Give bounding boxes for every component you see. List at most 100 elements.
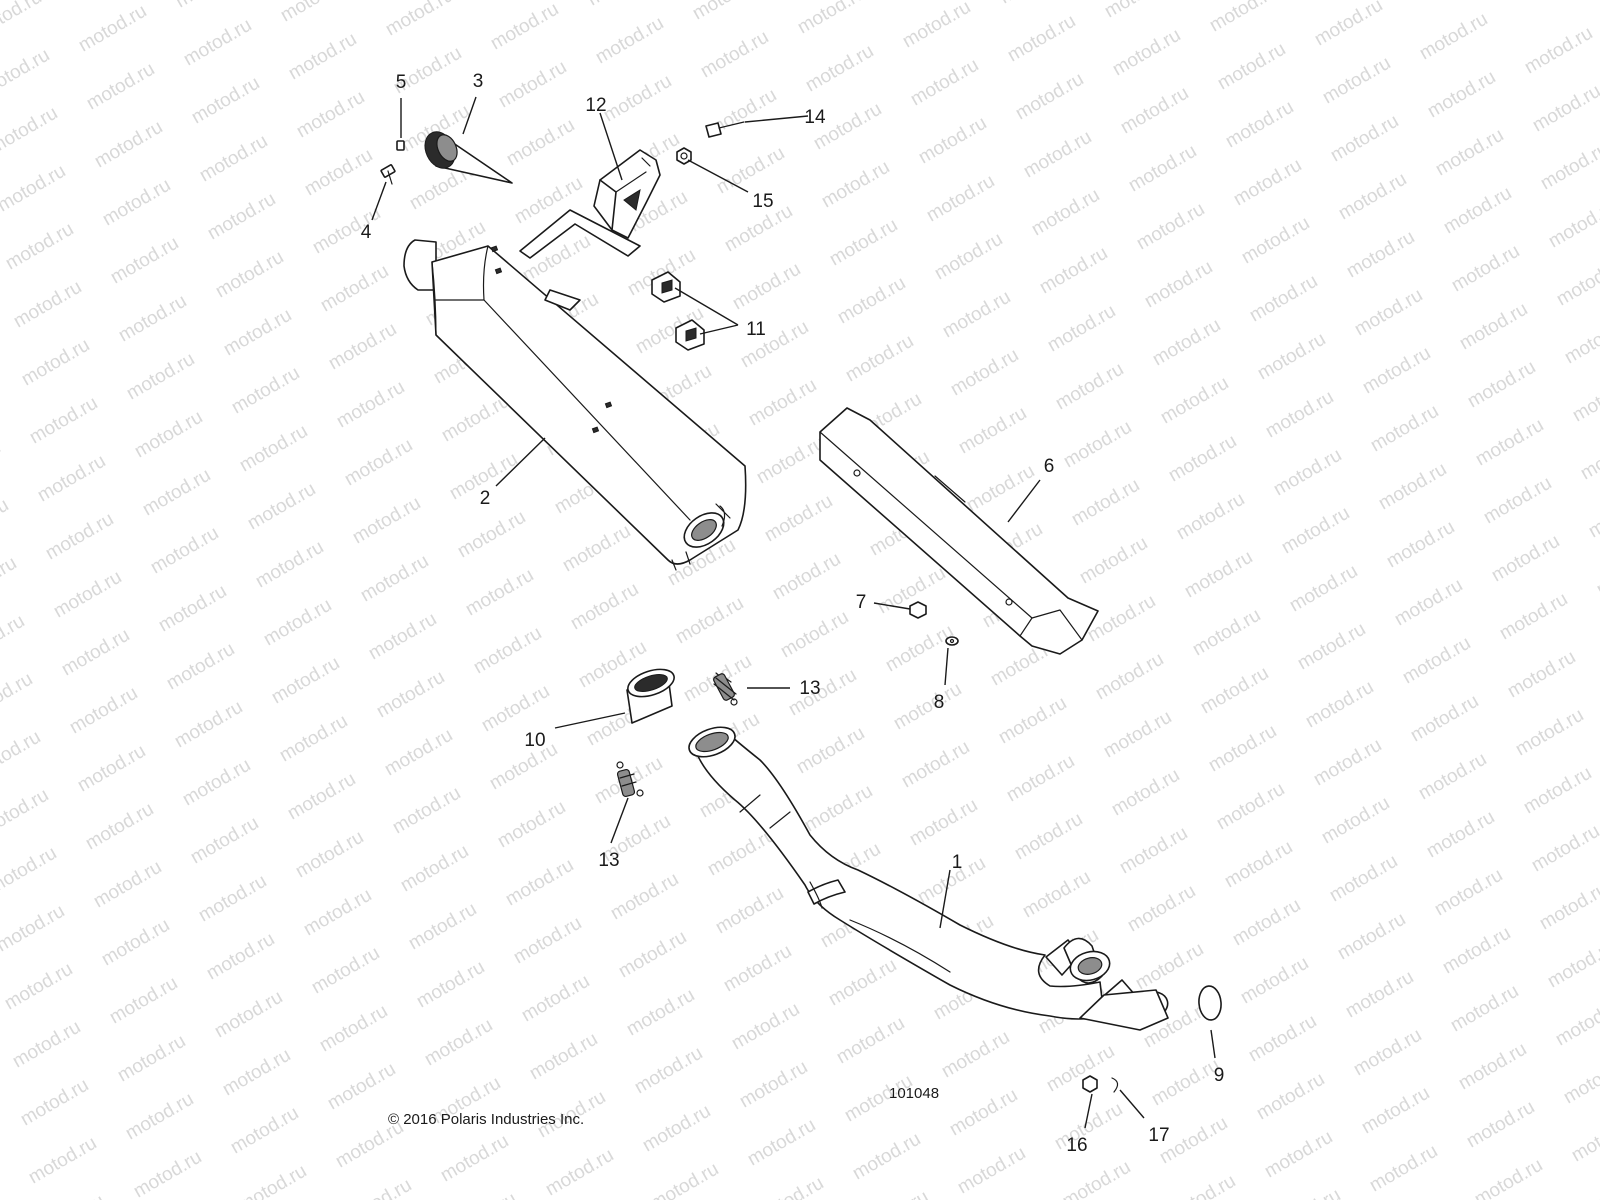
watermark-text: motod.ru <box>1270 445 1345 501</box>
watermark-text: motod.ru <box>389 783 464 839</box>
watermark-text: motod.ru <box>510 913 585 969</box>
watermark-text: motod.ru <box>1173 489 1248 545</box>
watermark-text: motod.ru <box>1028 185 1103 241</box>
watermark-text: motod.ru <box>365 609 440 665</box>
watermark-text: motod.ru <box>1366 1141 1441 1197</box>
watermark-text: motod.ru <box>107 233 182 289</box>
watermark-text: motod.ru <box>219 1045 294 1101</box>
watermark-text: motod.ru <box>623 985 698 1041</box>
watermark-text: motod.ru <box>349 493 424 549</box>
watermark-text: motod.ru <box>1576 1169 1600 1200</box>
watermark-text: motod.ru <box>99 175 174 231</box>
watermark-text: motod.ru <box>1043 1041 1118 1097</box>
watermark-text: motod.ru <box>98 915 173 971</box>
watermark-text: motod.ru <box>1101 0 1176 22</box>
watermark-text: motod.ru <box>74 741 149 797</box>
watermark-text: motod.ru <box>1052 359 1127 415</box>
watermark-text: motod.ru <box>1164 1171 1239 1200</box>
watermark-text: motod.ru <box>915 113 990 169</box>
callout-14: 14 <box>804 107 826 128</box>
watermark-text: motod.ru <box>58 625 133 681</box>
watermark-text: motod.ru <box>752 1173 827 1200</box>
watermark-text: motod.ru <box>1343 227 1418 283</box>
watermark-text: motod.ru <box>503 115 578 171</box>
watermark-text: motod.ru <box>1059 1157 1134 1200</box>
watermark-text: motod.ru <box>478 681 553 737</box>
watermark-text: motod.ru <box>203 929 278 985</box>
watermark-text: motod.ru <box>340 1175 415 1200</box>
watermark-text: motod.ru <box>122 1089 197 1145</box>
callout-4: 4 <box>361 222 372 243</box>
watermark-text: motod.ru <box>1189 605 1264 661</box>
watermark-text: motod.ru <box>793 723 868 779</box>
watermark-text: motod.ru <box>1092 649 1167 705</box>
callout-9: 9 <box>1214 1065 1225 1086</box>
watermark-text: motod.ru <box>931 229 1006 285</box>
watermark-text: motod.ru <box>317 261 392 317</box>
watermark-text: motod.ru <box>1132 939 1207 995</box>
watermark-text: motod.ru <box>268 653 343 709</box>
watermark-text: motod.ru <box>42 509 117 565</box>
watermark-text: motod.ru <box>728 999 803 1055</box>
watermark-text: motod.ru <box>75 1 150 57</box>
watermark-text: motod.ru <box>1318 793 1393 849</box>
watermark-text: motod.ru <box>1536 879 1600 935</box>
watermark-text: motod.ru <box>0 45 53 101</box>
watermark-text: motod.ru <box>1109 25 1184 81</box>
watermark-text: motod.ru <box>899 0 974 52</box>
watermark-text: motod.ru <box>923 171 998 227</box>
watermark-text: motod.ru <box>0 0 45 42</box>
muffler-drawing <box>403 209 747 571</box>
watermark-text: motod.ru <box>1237 953 1312 1009</box>
watermark-text: motod.ru <box>1391 575 1466 631</box>
watermark-text: motod.ru <box>90 857 165 913</box>
watermark-text: motod.ru <box>0 103 61 159</box>
watermark-text: motod.ru <box>1537 139 1600 195</box>
watermark-text: motod.ru <box>1302 677 1377 733</box>
watermark-text: motod.ru <box>147 523 222 579</box>
watermark-text: motod.ru <box>18 335 93 391</box>
watermark-text: motod.ru <box>437 1131 512 1187</box>
watermark-text: motod.ru <box>1472 415 1547 471</box>
watermark-text: motod.ru <box>745 375 820 431</box>
watermark-text: motod.ru <box>1521 23 1596 79</box>
watermark-text: motod.ru <box>713 143 788 199</box>
watermark-text: motod.ru <box>1455 1039 1530 1095</box>
watermark-text: motod.ru <box>235 1161 310 1200</box>
watermark-text: motod.ru <box>373 667 448 723</box>
watermark-text: motod.ru <box>1221 837 1296 893</box>
watermark-text: motod.ru <box>849 1129 924 1185</box>
watermark-text: motod.ru <box>1100 707 1175 763</box>
watermark-text: motod.ru <box>1 959 76 1015</box>
watermark-text: motod.ru <box>106 973 181 1029</box>
callout-17: 17 <box>1148 1125 1169 1146</box>
watermark-text: motod.ru <box>769 549 844 605</box>
watermark-text: motod.ru <box>1342 967 1417 1023</box>
watermark-text: motod.ru <box>0 437 4 493</box>
watermark-text: motod.ru <box>1560 1053 1600 1109</box>
watermark-text: motod.ru <box>91 117 166 173</box>
watermark-text: motod.ru <box>1561 313 1600 369</box>
watermark-text: motod.ru <box>1440 183 1515 239</box>
watermark-text: motod.ru <box>34 451 109 507</box>
callout-6: 6 <box>1044 456 1055 477</box>
watermark-text: motod.ru <box>1068 475 1143 531</box>
watermark-text: motod.ru <box>309 203 384 259</box>
watermark-text: motod.ru <box>445 1189 520 1200</box>
spark-arrestor-drawing <box>424 131 513 184</box>
callout-8: 8 <box>934 692 945 713</box>
watermark-text: motod.ru <box>1327 111 1402 167</box>
watermark-text: motod.ru <box>946 1085 1021 1141</box>
watermark-text: motod.ru <box>1545 197 1600 253</box>
bolt-drawing <box>705 121 745 138</box>
watermark-text: motod.ru <box>1448 241 1523 297</box>
watermark-text: motod.ru <box>1011 809 1086 865</box>
watermark-text: motod.ru <box>1431 865 1506 921</box>
watermark-text: motod.ru <box>139 465 214 521</box>
watermark-text: motod.ru <box>179 755 254 811</box>
watermark-text: motod.ru <box>0 669 36 725</box>
watermark-text: motod.ru <box>1246 271 1321 327</box>
figure-number: 101048 <box>889 1085 939 1102</box>
watermark-text: motod.ru <box>826 215 901 271</box>
